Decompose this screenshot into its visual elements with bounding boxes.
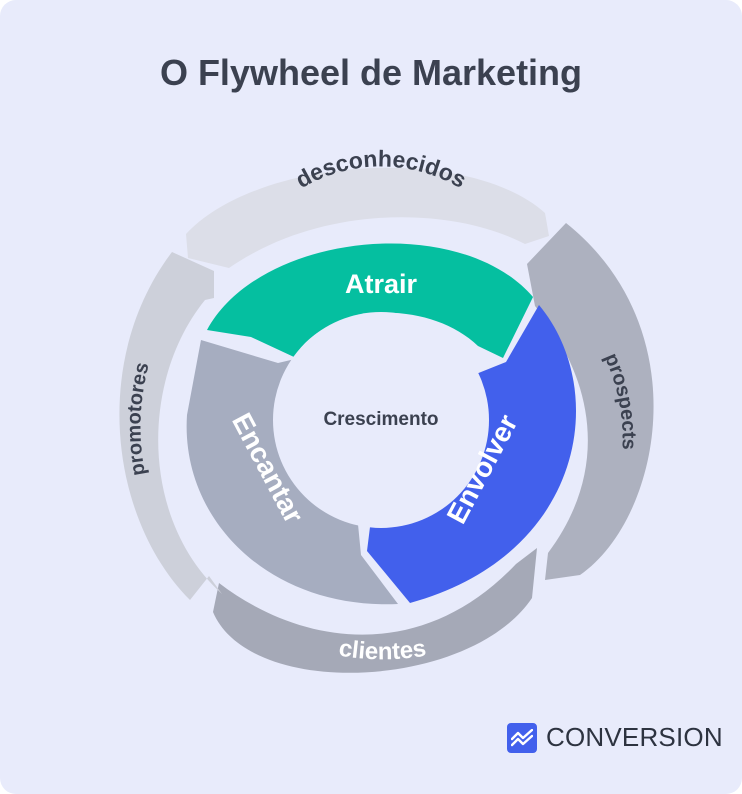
center-label: Crescimento [323, 409, 438, 430]
brand-name: CONVERSION [546, 722, 723, 752]
arrow-clientes [213, 548, 537, 673]
label-clientes: clientes [337, 635, 428, 666]
arrow-promotores [119, 252, 222, 600]
center-circle [273, 312, 489, 528]
arrow-desconhecidos [186, 167, 549, 268]
chart-line-icon [507, 722, 537, 753]
label-atrair: Atrair [345, 269, 418, 299]
diagram-title: O Flywheel de Marketing [159, 52, 583, 93]
brand-logo: CONVERSION [507, 722, 723, 753]
segment-atrair [207, 243, 533, 358]
arrow-prospects [527, 223, 654, 580]
